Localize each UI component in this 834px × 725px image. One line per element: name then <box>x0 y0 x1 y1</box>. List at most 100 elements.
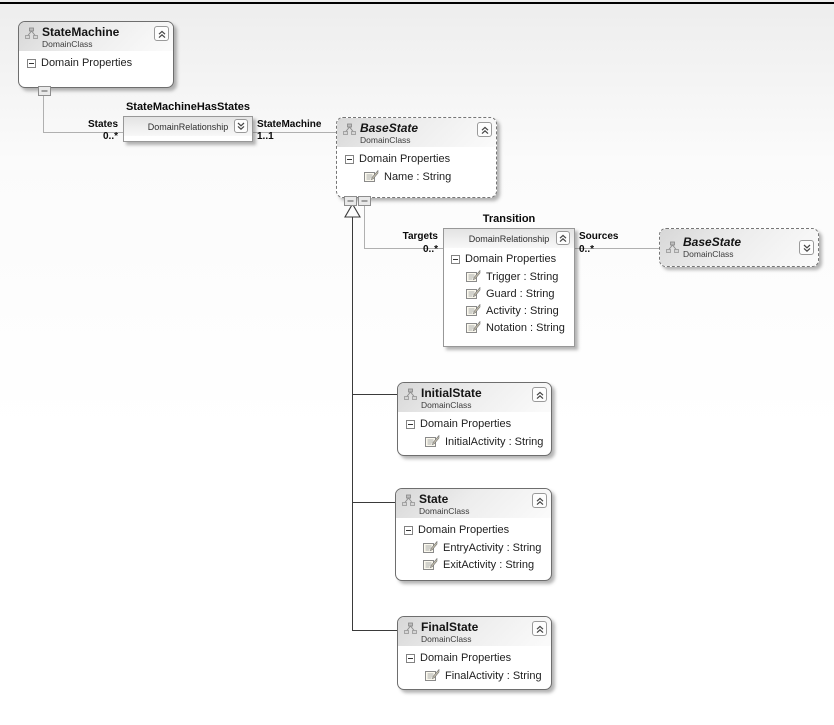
top-border-rule <box>0 2 834 4</box>
class-kind: DomainClass <box>42 39 93 49</box>
inheritance-line-state[interactable] <box>352 502 395 503</box>
squared-minus-icon[interactable] <box>406 420 415 429</box>
squared-minus-stub[interactable] <box>38 83 51 96</box>
relationship-title: Transition <box>482 213 536 225</box>
property-row[interactable]: EntryActivity : String <box>399 539 548 556</box>
domain-property-icon <box>466 320 481 334</box>
domain-properties-section[interactable]: Domain Properties <box>399 522 548 539</box>
squared-minus-stub[interactable] <box>358 193 371 206</box>
domain-property-icon <box>466 303 481 317</box>
domain-property-icon <box>466 269 481 283</box>
squared-minus-stub[interactable] <box>344 193 357 206</box>
connector-line-targets[interactable] <box>364 248 443 249</box>
role-multiplicity-targets: 0..* <box>422 244 438 255</box>
class-header: BaseState DomainClass <box>337 118 496 147</box>
property-label: Activity : String <box>486 304 559 317</box>
class-shape-statemachine[interactable]: StateMachine DomainClass Domain Properti… <box>18 21 174 88</box>
class-shape-initialstate[interactable]: InitialState DomainClass Domain Properti… <box>397 382 552 456</box>
relationship-title: StateMachineHasStates <box>125 101 251 113</box>
squared-minus-icon[interactable] <box>406 654 415 663</box>
connector-line-states[interactable] <box>43 93 44 132</box>
class-kind: DomainClass <box>421 634 472 644</box>
chevron-up-icon[interactable] <box>477 122 492 137</box>
role-name-statemachine: StateMachine <box>257 119 322 130</box>
chevron-up-icon[interactable] <box>532 387 547 402</box>
inheritance-line-initialstate[interactable] <box>352 394 397 395</box>
property-label: InitialActivity : String <box>445 435 544 448</box>
squared-minus-icon[interactable] <box>404 526 413 535</box>
chevron-down-icon[interactable] <box>234 119 248 133</box>
connector-line-statemachine[interactable] <box>253 132 336 133</box>
property-label: Notation : String <box>486 321 565 334</box>
class-kind: DomainClass <box>683 249 734 259</box>
class-shape-finalstate[interactable]: FinalState DomainClass Domain Properties… <box>397 616 552 690</box>
relationship-shape-transition[interactable]: DomainRelationship Domain Properties Tri… <box>443 228 575 347</box>
role-multiplicity-sources: 0..* <box>579 244 595 255</box>
domain-property-icon <box>466 286 481 300</box>
squared-minus-icon[interactable] <box>27 59 36 68</box>
domain-properties-section[interactable]: Domain Properties <box>401 416 548 433</box>
property-row[interactable]: Name : String <box>340 168 493 185</box>
property-label: Trigger : String <box>486 270 559 283</box>
relationship-body: Domain Properties Trigger : String Guard… <box>444 248 574 339</box>
property-row[interactable]: Activity : String <box>446 302 572 319</box>
relationship-header: DomainRelationship <box>444 229 574 248</box>
property-row[interactable]: Notation : String <box>446 319 572 336</box>
connector-line-sources[interactable] <box>575 248 659 249</box>
class-shape-basestate-ref[interactable]: BaseState DomainClass <box>659 228 819 267</box>
domain-property-icon <box>425 434 440 448</box>
section-title: Domain Properties <box>465 253 557 265</box>
property-row[interactable]: Guard : String <box>446 285 572 302</box>
section-title: Domain Properties <box>418 524 510 536</box>
connector-line-states[interactable] <box>43 132 123 133</box>
domain-properties-section[interactable]: Domain Properties <box>22 55 170 72</box>
class-header: FinalState DomainClass <box>398 617 551 646</box>
chevron-up-icon[interactable] <box>154 26 169 41</box>
property-label: FinalActivity : String <box>445 669 542 682</box>
property-row[interactable]: InitialActivity : String <box>401 433 548 450</box>
class-name: FinalState <box>421 620 479 634</box>
class-kind: DomainClass <box>360 135 411 145</box>
class-name: State <box>419 492 449 506</box>
relationship-shape-statemachinehasstates[interactable]: DomainRelationship <box>123 116 253 142</box>
property-label: EntryActivity : String <box>443 541 542 554</box>
chevron-up-icon[interactable] <box>556 231 570 245</box>
property-row[interactable]: Trigger : String <box>446 268 572 285</box>
property-label: Guard : String <box>486 287 555 300</box>
squared-minus-icon[interactable] <box>345 155 354 164</box>
chevron-up-icon[interactable] <box>532 493 547 508</box>
chevron-down-icon[interactable] <box>799 240 814 255</box>
domain-class-icon <box>24 27 39 42</box>
domain-properties-section[interactable]: Domain Properties <box>340 151 493 168</box>
relationship-kind: DomainRelationship <box>468 233 550 244</box>
hollow-triangle-icon[interactable] <box>344 202 361 218</box>
inheritance-line-finalstate[interactable] <box>352 630 397 631</box>
domain-property-icon <box>423 540 438 554</box>
relationship-body <box>124 136 252 141</box>
domain-properties-section[interactable]: Domain Properties <box>446 251 572 268</box>
class-name: InitialState <box>421 386 482 400</box>
class-body: Domain Properties InitialActivity : Stri… <box>398 412 551 453</box>
class-body: Domain Properties Name : String <box>337 147 496 188</box>
property-row[interactable]: FinalActivity : String <box>401 667 548 684</box>
squared-minus-icon[interactable] <box>451 255 460 264</box>
connector-line-targets[interactable] <box>364 203 365 248</box>
class-shape-basestate[interactable]: BaseState DomainClass Domain Properties … <box>336 117 497 198</box>
role-name-targets: Targets <box>402 231 438 242</box>
domain-class-icon <box>401 494 416 509</box>
section-title: Domain Properties <box>41 57 133 69</box>
domain-properties-section[interactable]: Domain Properties <box>401 650 548 667</box>
chevron-up-icon[interactable] <box>532 621 547 636</box>
domain-property-icon <box>425 668 440 682</box>
inheritance-line-trunk[interactable] <box>352 217 353 631</box>
class-name: StateMachine <box>42 25 120 39</box>
class-header: BaseState DomainClass <box>660 229 818 266</box>
domain-class-icon <box>665 241 680 256</box>
class-header: InitialState DomainClass <box>398 383 551 412</box>
class-kind: DomainClass <box>421 400 472 410</box>
property-row[interactable]: ExitActivity : String <box>399 556 548 573</box>
class-name: BaseState <box>360 121 419 135</box>
class-shape-state[interactable]: State DomainClass Domain Properties Entr… <box>395 488 552 581</box>
role-name-states: States <box>87 119 118 130</box>
